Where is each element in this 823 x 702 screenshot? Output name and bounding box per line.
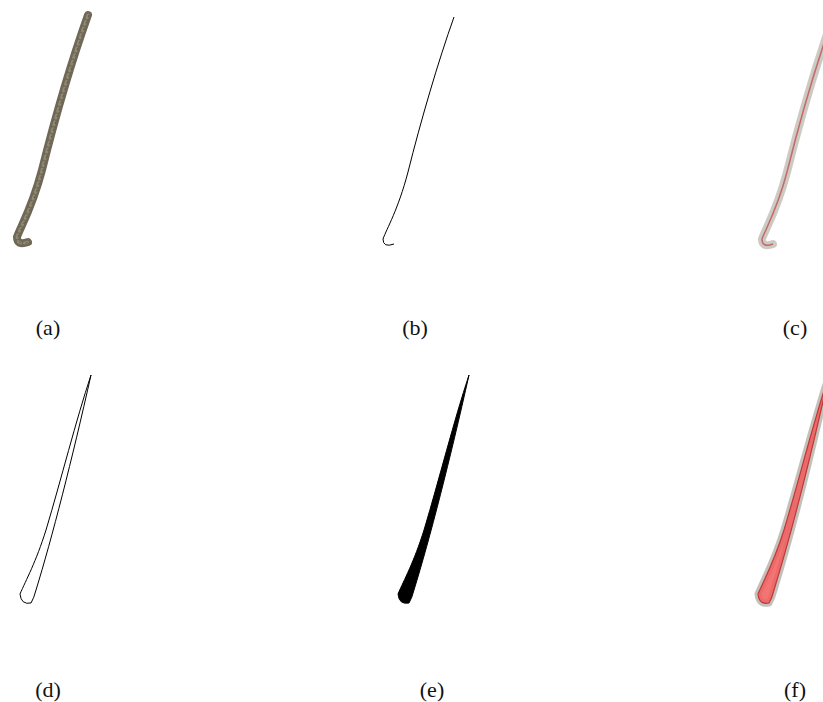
strand-centerline bbox=[383, 17, 454, 245]
mask-overlay bbox=[758, 375, 823, 603]
panel-label: (a) bbox=[36, 315, 60, 341]
strand-mask bbox=[398, 375, 469, 603]
panel-label: (e) bbox=[420, 677, 444, 702]
panel-label: (f) bbox=[784, 677, 806, 702]
strand-outline bbox=[20, 375, 91, 603]
panel-label: (c) bbox=[783, 315, 807, 341]
panel-label: (d) bbox=[35, 677, 61, 702]
hair-strand-image bbox=[17, 15, 89, 243]
panel-label: (b) bbox=[402, 315, 428, 341]
strand-overlay bbox=[762, 17, 823, 245]
